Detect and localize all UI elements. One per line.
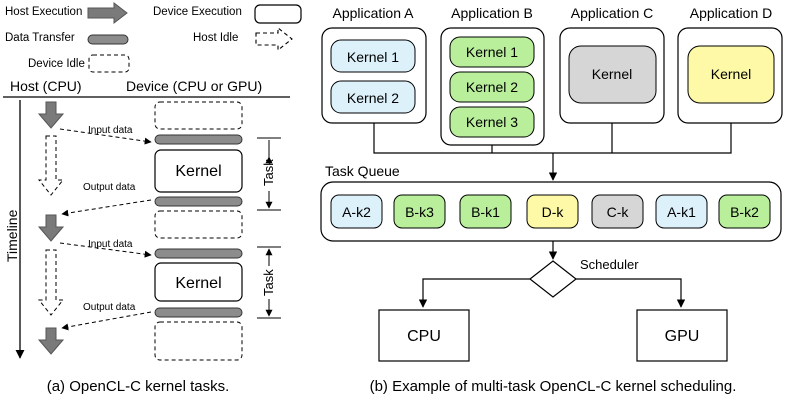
scheduler-label: Scheduler [580, 257, 639, 272]
input-data-arrow [59, 128, 152, 145]
legend-device-idle-label: Device Idle [28, 58, 85, 70]
input-data-label: Input data [88, 125, 133, 136]
task-queue-items: A-k2 B-k3 B-k1 D-k C-k A-k1 B-k2 [330, 194, 771, 229]
app-d-title: Application D [690, 5, 773, 21]
timeline-label: Timeline [4, 209, 20, 262]
queue-item-label: D-k [542, 204, 565, 220]
app-b-title: Application B [451, 5, 533, 21]
app-a-kernel-2 [330, 80, 416, 114]
queue-item-c-k [591, 194, 644, 229]
host-execution-arrow-2 [37, 214, 65, 242]
data-transfer-swatch-icon [87, 34, 129, 45]
kernel-block [154, 149, 243, 193]
app-c-kernel [568, 45, 657, 104]
app-b-kernel-3 [449, 106, 535, 138]
input-data-label: Input data [88, 239, 133, 250]
app-a-kernel-2-label: Kernel 2 [347, 90, 399, 106]
device-execution-swatch-icon [254, 4, 302, 24]
output-data-label: Output data [83, 302, 136, 313]
queue-item-label: C-k [607, 204, 630, 220]
queue-item-d-k [526, 194, 579, 229]
legend-host-execution-label: Host Execution [5, 6, 82, 18]
host-idle-swatch-icon [255, 26, 293, 52]
device-idle-block [154, 321, 243, 361]
output-data-arrow [61, 311, 152, 331]
scheduler-to-cpu-arrow [418, 278, 530, 308]
output-transfer-bar [154, 196, 243, 207]
app-d-kernel [687, 45, 775, 104]
app-b-kernel-2 [449, 71, 535, 103]
kernel-block [154, 262, 243, 302]
caption-b: (b) Example of multi-task OpenCL-C kerne… [370, 378, 737, 395]
device-idle-block [154, 210, 243, 239]
legend-host-idle-label: Host Idle [193, 32, 238, 44]
device-idle-block [154, 101, 243, 130]
app-c-kernel-label: Kernel [592, 66, 632, 82]
device-idle-swatch-icon [88, 54, 130, 73]
task-label: Task [261, 269, 276, 296]
app-a-kernel-1 [330, 39, 416, 73]
queue-item-label: B-k3 [405, 204, 434, 220]
host-execution-arrow-1 [37, 101, 65, 129]
host-column-header: Host (CPU) [10, 78, 82, 94]
queue-item-label: B-k1 [471, 204, 500, 220]
queue-item-label: A-k2 [342, 204, 371, 220]
scheduler-diamond [529, 260, 577, 298]
app-to-queue-connectors [373, 123, 732, 181]
app-b-kernel-1-label: Kernel 1 [466, 44, 518, 60]
queue-item-a-k1 [655, 194, 708, 229]
queue-item-a-k2 [330, 194, 383, 229]
output-data-arrow [61, 199, 152, 217]
app-b-kernel-2-label: Kernel 2 [466, 79, 518, 95]
task-label: Task [261, 159, 276, 186]
queue-item-label: A-k1 [667, 204, 696, 220]
legend: Host Execution Device Execution Data Tra… [5, 1, 302, 73]
app-a-title: Application A [333, 5, 415, 21]
input-data-arrow [59, 242, 152, 258]
host-execution-swatch-icon [87, 1, 128, 25]
app-b-kernel-3-label: Kernel 3 [466, 114, 518, 130]
host-execution-arrow-3 [37, 327, 65, 355]
kernel-label: Kernel [175, 163, 221, 180]
output-data-label: Output data [83, 182, 136, 193]
app-b-kernel-1 [449, 36, 535, 68]
kernel-label: Kernel [175, 275, 221, 292]
queue-item-label: B-k2 [730, 204, 759, 220]
cpu-label: CPU [407, 328, 441, 345]
app-c-title: Application C [571, 5, 654, 21]
caption-a: (a) OpenCL-C kernel tasks. [47, 378, 230, 395]
gpu-label: GPU [665, 328, 700, 345]
app-a-kernel-1-label: Kernel 1 [347, 49, 399, 65]
device-column-header: Device (CPU or GPU) [126, 78, 262, 94]
host-idle-arrow-2 [37, 249, 65, 316]
input-transfer-bar [154, 134, 243, 145]
queue-item-b-k3 [393, 194, 446, 229]
scheduler-to-gpu-arrow [576, 278, 686, 308]
legend-device-execution-label: Device Execution [153, 6, 242, 18]
cpu-box [378, 309, 470, 362]
host-idle-arrow-1 [37, 135, 65, 196]
task-queue-title: Task Queue [325, 163, 400, 179]
app-d-kernel-label: Kernel [711, 66, 751, 82]
output-transfer-bar [154, 307, 243, 318]
legend-data-transfer-label: Data Transfer [5, 32, 75, 44]
input-transfer-bar [154, 248, 243, 259]
gpu-box [636, 309, 728, 362]
queue-item-b-k2 [718, 194, 771, 229]
queue-item-b-k1 [459, 194, 512, 229]
